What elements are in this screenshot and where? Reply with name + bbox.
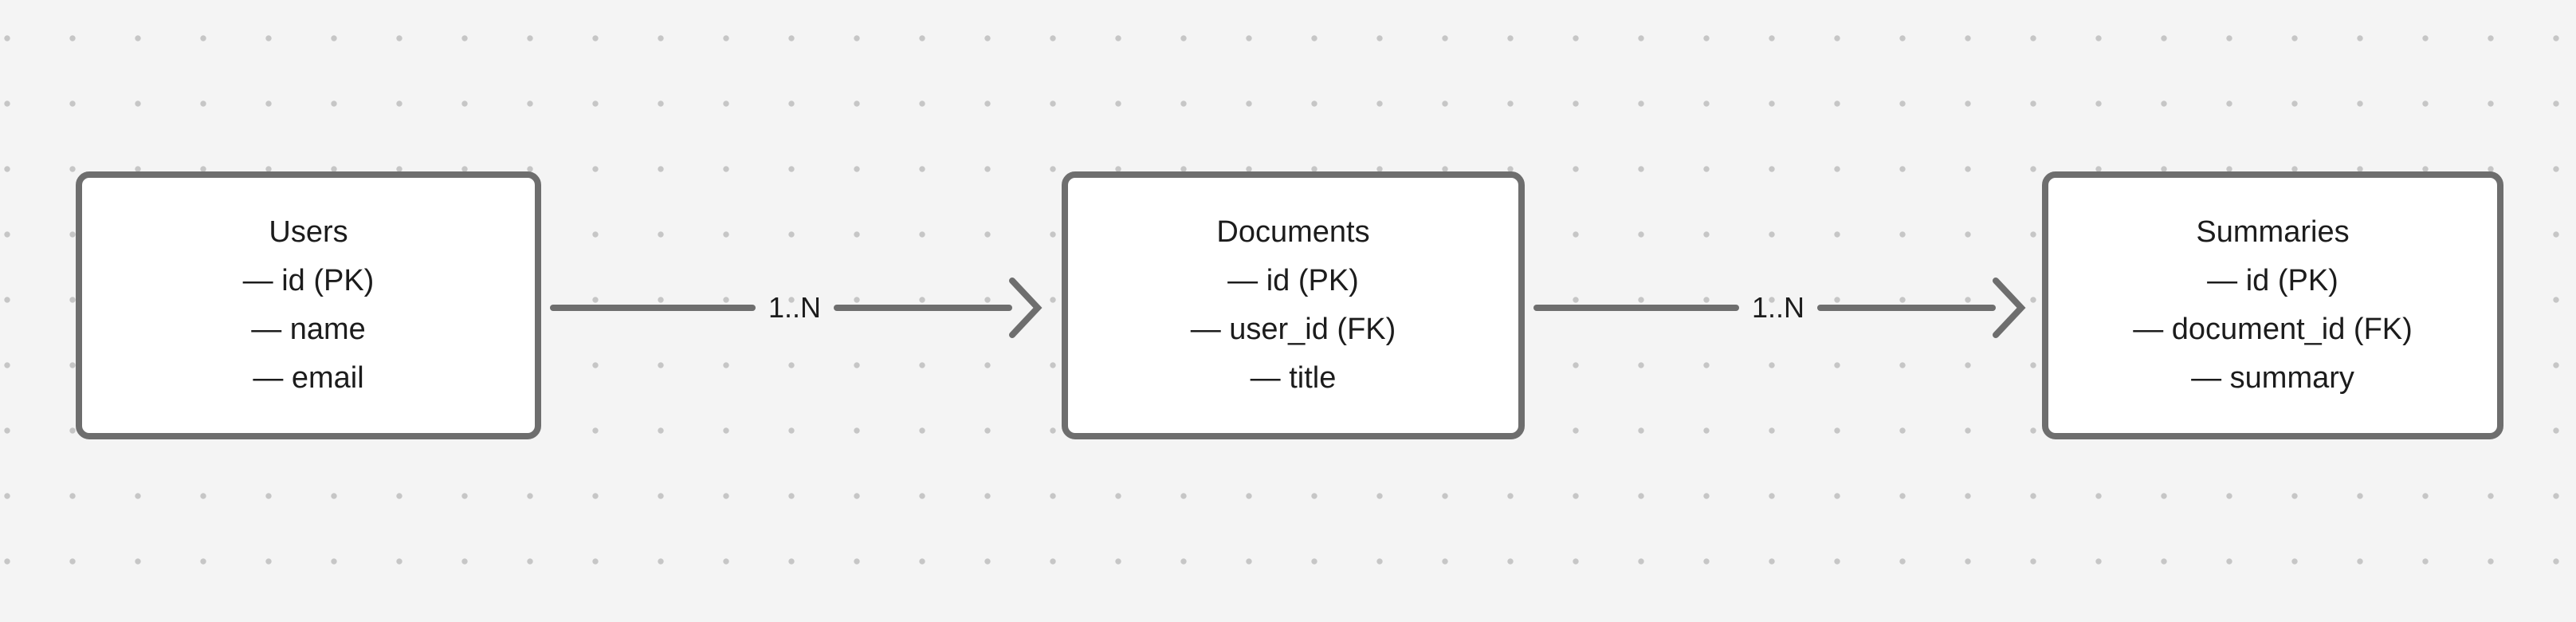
edge-users-to-documents[interactable]: 1..N xyxy=(550,274,1057,341)
entity-field: — id (PK) xyxy=(1227,264,1359,297)
edge-cardinality-label: 1..N xyxy=(768,291,822,324)
edge-line-segment xyxy=(1817,305,1997,311)
edge-documents-to-summaries[interactable]: 1..N xyxy=(1533,274,2040,341)
entity-node-summaries[interactable]: Summaries — id (PK) — document_id (FK) —… xyxy=(2042,171,2503,439)
arrow-right-icon xyxy=(1006,274,1044,341)
edge-line-segment xyxy=(550,305,756,311)
entity-field: — id (PK) xyxy=(2207,264,2338,297)
entity-field: — id (PK) xyxy=(242,264,375,297)
entity-field: — document_id (FK) xyxy=(2133,313,2413,346)
entity-field: — summary xyxy=(2191,361,2354,395)
edge-line-segment xyxy=(1533,305,1739,311)
entity-node-users[interactable]: Users — id (PK) — name — email xyxy=(76,171,541,439)
edge-line-segment xyxy=(834,305,1013,311)
entity-title: Summaries xyxy=(2196,215,2350,249)
entity-field: — title xyxy=(1250,361,1337,395)
entity-field: — user_id (FK) xyxy=(1190,313,1396,346)
edge-cardinality-label: 1..N xyxy=(1752,291,1805,324)
entity-field: — name xyxy=(251,313,366,346)
entity-field: — email xyxy=(253,361,364,395)
entity-node-documents[interactable]: Documents — id (PK) — user_id (FK) — tit… xyxy=(1062,171,1525,439)
arrow-right-icon xyxy=(1989,274,2028,341)
entity-title: Users xyxy=(269,215,348,249)
entity-title: Documents xyxy=(1216,215,1370,249)
